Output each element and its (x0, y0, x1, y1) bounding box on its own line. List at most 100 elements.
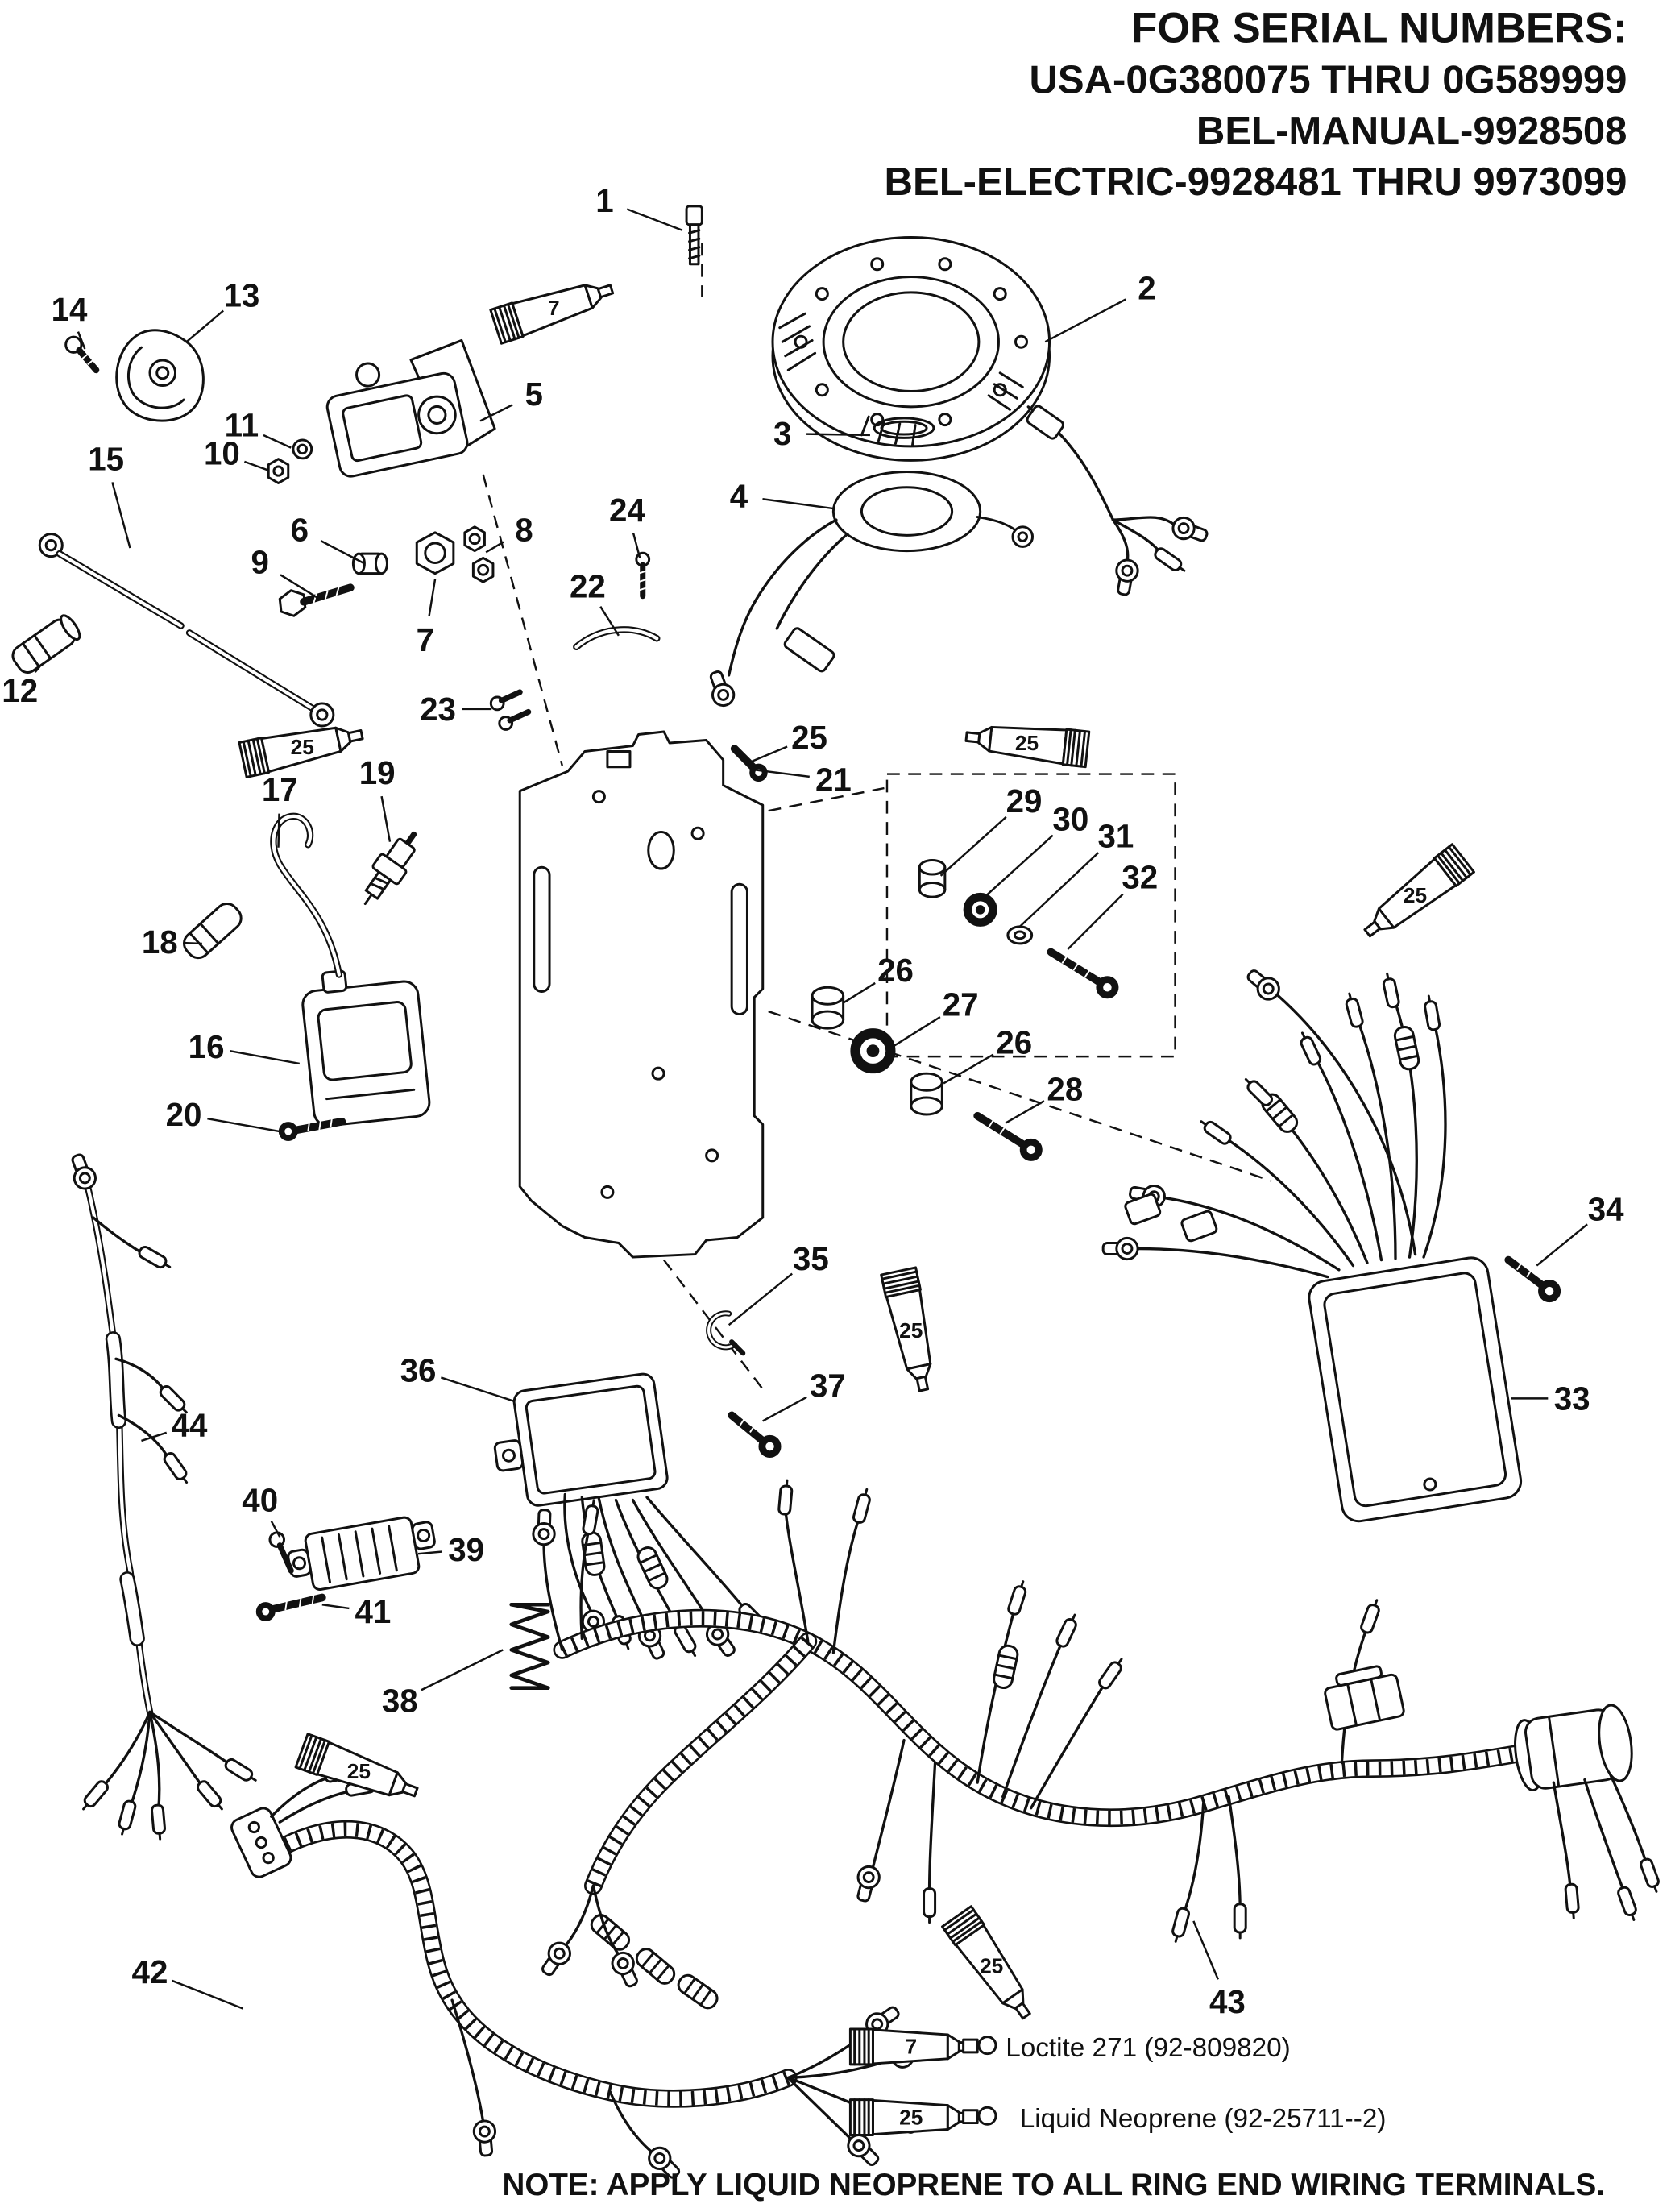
nut-8b (471, 556, 495, 583)
callout-5: 5 (525, 376, 543, 413)
callout-leader-34 (1536, 1223, 1588, 1267)
legend-neoprene-text: Liquid Neoprene (92-25711--2) (1020, 2104, 1387, 2134)
flywheel-stator (771, 235, 1212, 598)
tube-label-25: 25 (899, 1318, 923, 1343)
callout-leader-1 (626, 208, 683, 231)
tube-label-7: 7 (905, 2035, 917, 2059)
coil-plate-assembly (325, 338, 496, 478)
callout-21: 21 (815, 762, 852, 799)
header-line-1: FOR SERIAL NUMBERS: (1131, 5, 1627, 52)
tube-label-7: 7 (548, 296, 560, 320)
bolt-1 (685, 205, 703, 266)
magnet-hatch (778, 312, 1024, 446)
callout-leader-14 (77, 331, 86, 350)
screw-21 (730, 745, 768, 782)
diagram-art (11, 205, 1664, 2185)
nut-7 (415, 531, 455, 575)
callout-43: 43 (1209, 1984, 1246, 2020)
callout-20: 20 (166, 1097, 202, 1133)
cover-13 (115, 329, 205, 422)
legend-row-loctite: Loctite 271 (92-809820) (962, 2033, 1291, 2063)
callout-14: 14 (52, 292, 88, 328)
screw-40 (268, 1531, 294, 1574)
legend-row-neoprene: Liquid Neoprene (92-25711--2) (962, 2104, 1387, 2134)
callout-leader-8 (485, 541, 504, 554)
callout-11: 11 (225, 408, 259, 444)
link-15 (38, 533, 335, 728)
callout-leader-27 (892, 1016, 941, 1048)
grommet-27 (850, 1028, 896, 1074)
callout-leader-5 (479, 404, 513, 422)
footer-note: NOTE: APPLY LIQUID NEOPRENE TO ALL RING … (503, 2168, 1606, 2202)
bolt-28 (973, 1111, 1043, 1161)
callout-40: 40 (242, 1483, 278, 1519)
spacer-6 (351, 552, 388, 575)
callout-33: 33 (1554, 1380, 1590, 1417)
callout-leader-30 (982, 834, 1054, 899)
callout-leader-26 (943, 1053, 994, 1085)
callout-31: 31 (1098, 819, 1134, 855)
callout-7: 7 (417, 622, 434, 658)
callout-36: 36 (400, 1352, 437, 1388)
callout-leader-16 (230, 1050, 301, 1065)
o-ring (873, 417, 935, 439)
spark-plug-19 (363, 831, 417, 906)
callout-18: 18 (142, 924, 178, 961)
callout-leader-2 (1044, 298, 1126, 343)
screw-24 (635, 551, 651, 600)
callout-leader-21 (754, 769, 810, 778)
washer-31 (1006, 925, 1034, 945)
callout-leader-11 (263, 434, 292, 449)
callout-41: 41 (355, 1594, 392, 1630)
callout-leader-38 (421, 1649, 504, 1691)
mounting-plate (518, 730, 765, 1259)
callout-leader-4 (762, 498, 834, 510)
callout-leader-18 (183, 941, 202, 945)
callout-1: 1 (595, 183, 613, 219)
callout-26: 26 (996, 1025, 1032, 1061)
ignition-coil-16 (301, 969, 431, 1127)
grommet-26b (910, 1072, 943, 1116)
callout-leader-13 (185, 309, 224, 343)
bolt-9 (278, 583, 355, 617)
legend: Loctite 271 (92-809820) Liquid Neoprene … (962, 2033, 1387, 2134)
bolt-32 (1047, 948, 1119, 999)
callout-10: 10 (204, 436, 240, 472)
callout-leader-19 (380, 795, 392, 842)
connector-block (1324, 1665, 1405, 1731)
callout-leader-26 (842, 981, 876, 1004)
callout-leader-17 (277, 813, 280, 848)
callout-leader-44 (141, 1431, 168, 1442)
callout-leader-6 (320, 540, 365, 565)
callout-leader-20 (207, 1117, 280, 1133)
callout-leader-36 (441, 1376, 515, 1403)
tube-label-25: 25 (291, 735, 314, 759)
screw-20 (278, 1117, 346, 1141)
callout-leader-9 (280, 574, 320, 600)
callout-leader-24 (632, 533, 641, 558)
harness-43 (531, 1479, 1664, 1991)
detail-box (885, 773, 1176, 1058)
applicator-icon (962, 2106, 997, 2126)
grommet-30 (963, 892, 997, 927)
callout-27: 27 (943, 986, 979, 1023)
callout-37: 37 (810, 1368, 846, 1405)
grommet-26a (811, 986, 845, 1030)
callouts-layer: 1234567891011121314151617181920212522232… (2, 183, 1624, 2020)
callout-39: 39 (448, 1532, 484, 1568)
plug-boot-18 (183, 903, 243, 960)
header-block: FOR SERIAL NUMBERS: USA-0G380075 THRU 0G… (885, 5, 1627, 204)
callout-leader-40 (270, 1521, 281, 1538)
applicator-icon (962, 2036, 997, 2056)
callout-leader-3 (806, 433, 870, 437)
nut-8a (463, 525, 486, 553)
callout-16: 16 (189, 1029, 225, 1065)
harness-42 (230, 1763, 930, 2185)
callout-17: 17 (262, 772, 298, 808)
callout-42: 42 (132, 1954, 168, 1990)
callout-35: 35 (793, 1241, 829, 1277)
nut-10 (267, 458, 290, 484)
grommet-cluster (811, 986, 1043, 1161)
